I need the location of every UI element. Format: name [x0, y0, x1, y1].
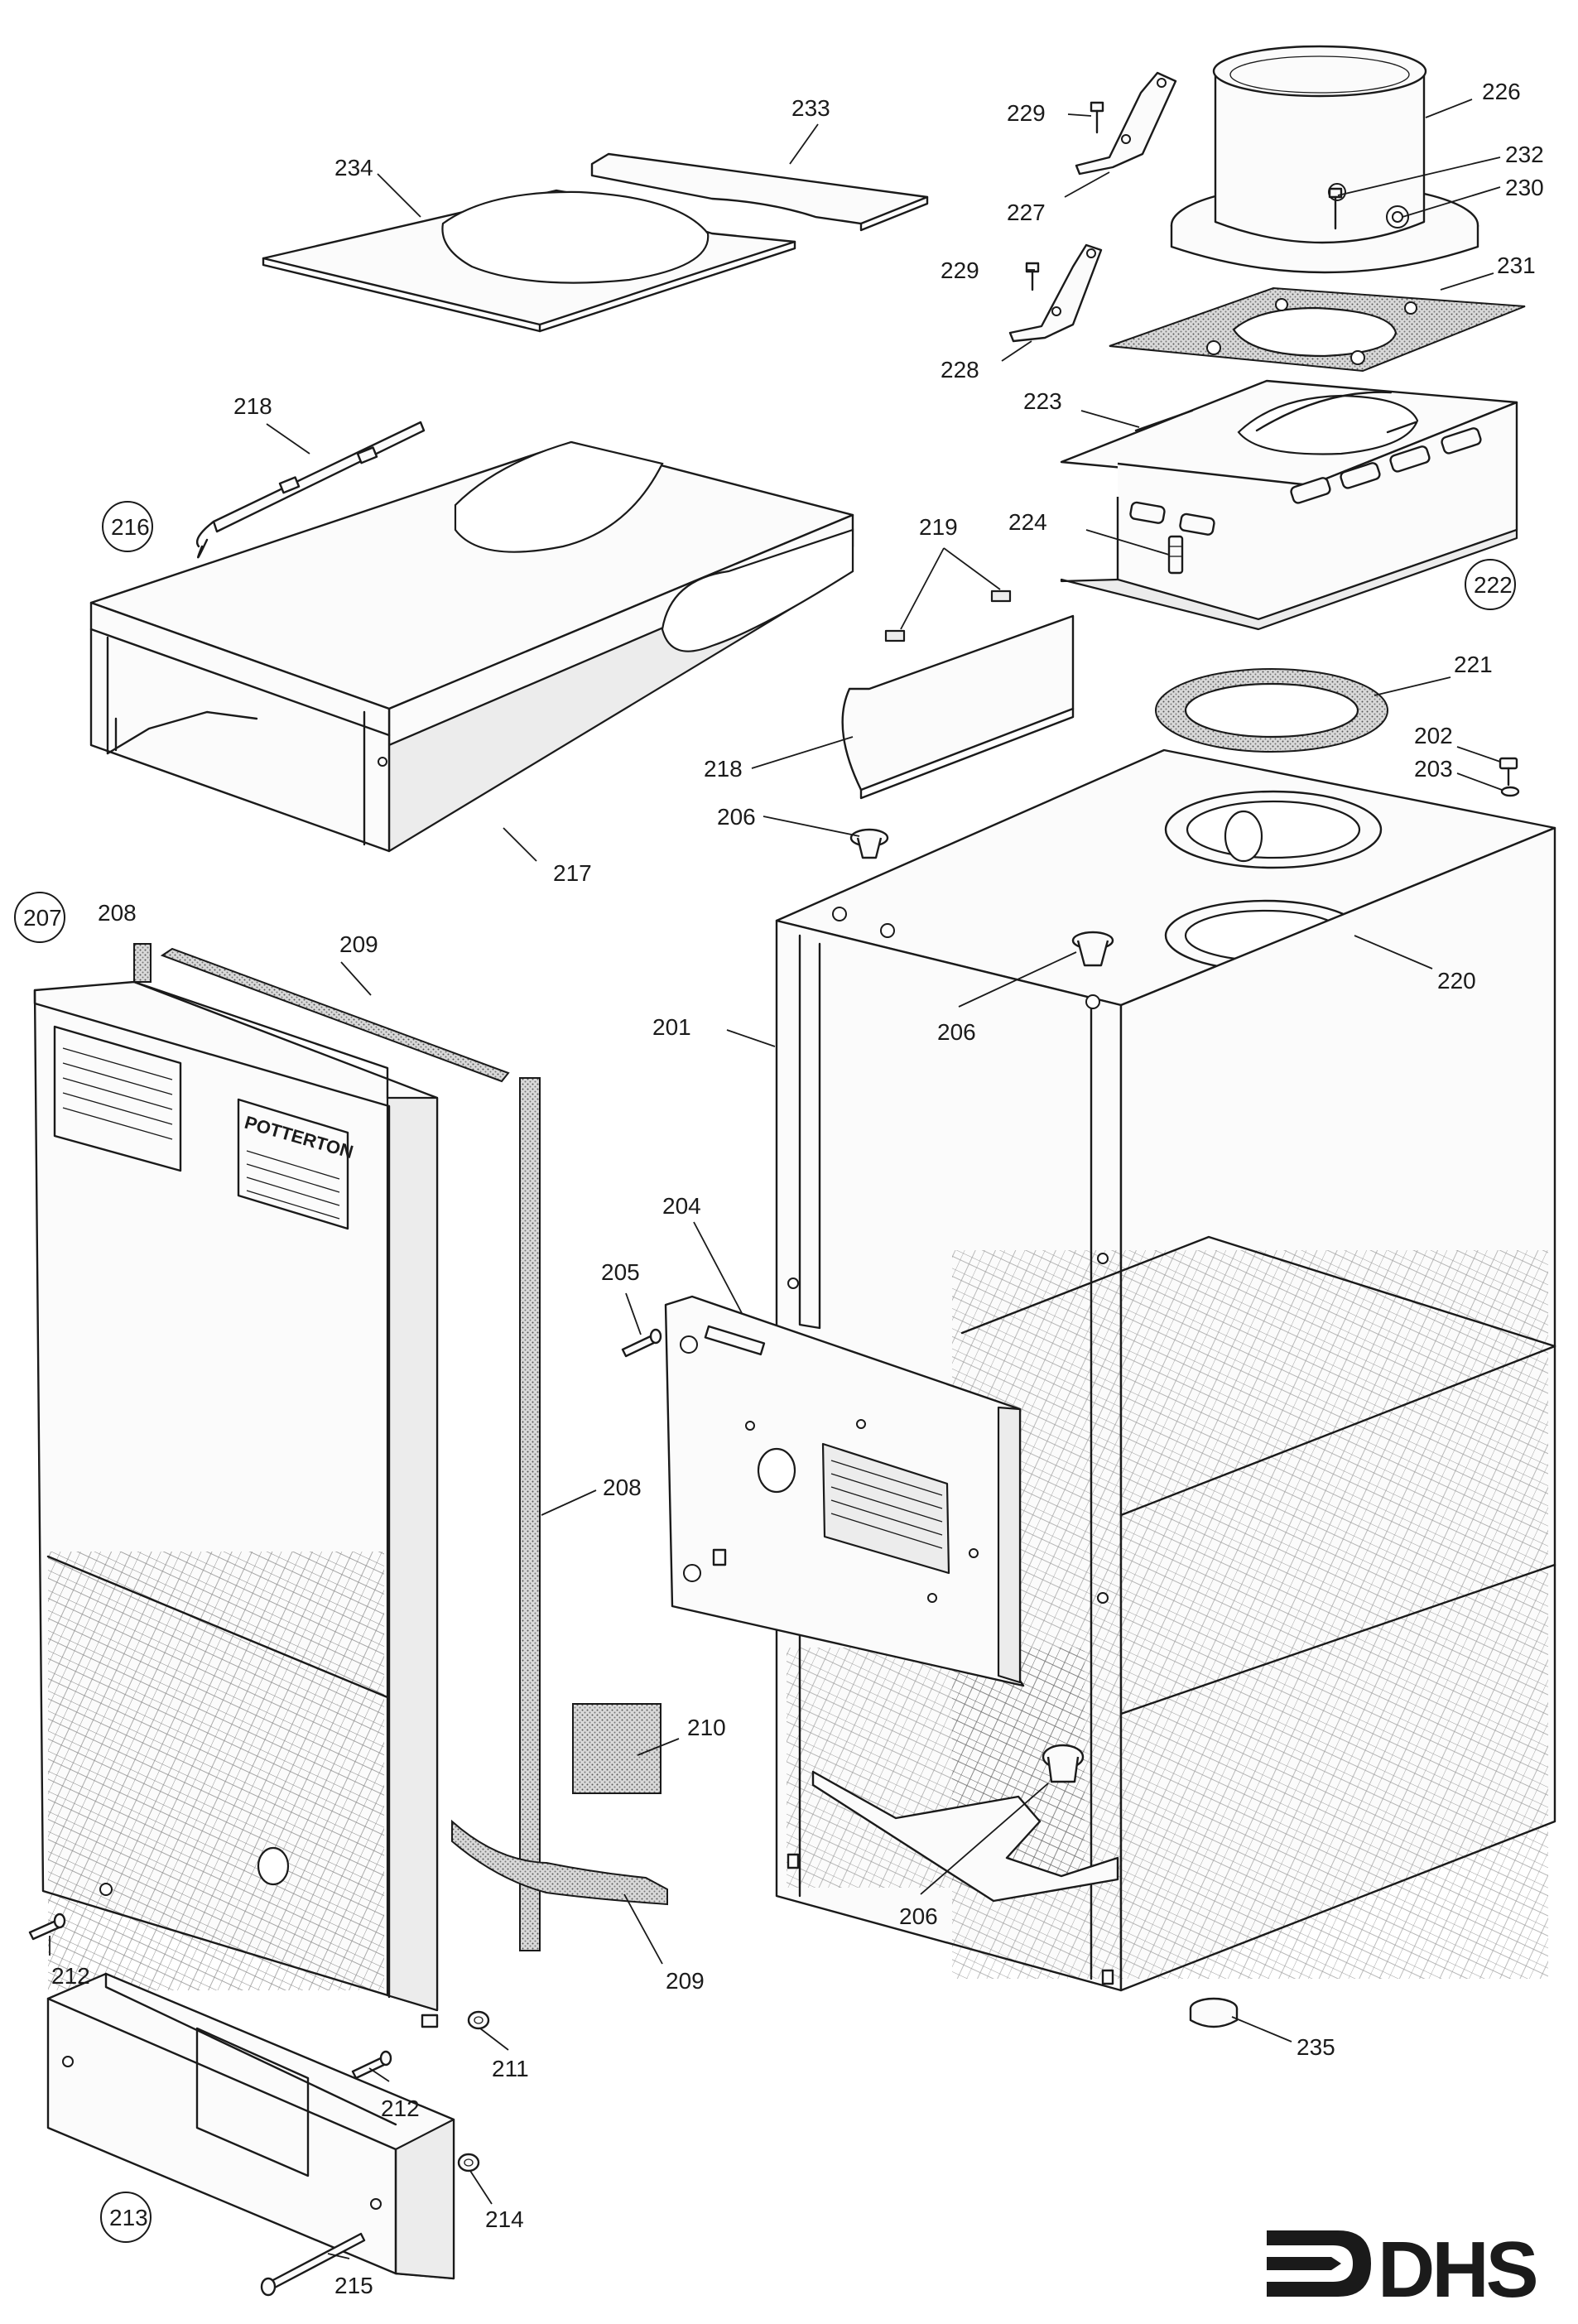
top-panel-233 [590, 152, 929, 232]
callout-219: 219 [919, 514, 958, 540]
screw-212-right [351, 2050, 392, 2080]
control-plate-204 [664, 1295, 1025, 1687]
callout-224: 224 [1008, 509, 1047, 535]
screw-232 [1328, 187, 1343, 230]
screw-205 [621, 1328, 662, 1358]
callout-206-upper-right: 206 [937, 1019, 976, 1045]
callout-231: 231 [1497, 253, 1536, 278]
callout-207: 207 [23, 905, 62, 931]
dhs-logo: DHS [1267, 2225, 1540, 2314]
screw-224 [1167, 535, 1184, 575]
callout-205: 205 [601, 1259, 640, 1285]
nut-211 [467, 2010, 490, 2030]
gasket-221 [1155, 668, 1388, 753]
callout-217: 217 [553, 860, 592, 886]
callout-218-upper: 218 [233, 393, 272, 419]
callout-208-short: 208 [98, 900, 137, 926]
grommet-206-top-right [1071, 931, 1114, 967]
callout-223: 223 [1023, 388, 1062, 414]
seal-209-top [160, 947, 510, 1083]
callout-214: 214 [485, 2206, 524, 2232]
callout-201: 201 [652, 1014, 691, 1040]
seal-209-bottom [451, 1819, 668, 1906]
callout-212-left: 212 [51, 1963, 90, 1989]
callout-212-right: 212 [381, 2095, 420, 2121]
callout-211: 211 [492, 2056, 529, 2081]
callout-235: 235 [1297, 2034, 1335, 2060]
foot-235 [1189, 1997, 1239, 2028]
callout-206-upper-left: 206 [717, 804, 756, 830]
bolt-215 [260, 2232, 366, 2297]
seal-208-short [133, 943, 152, 983]
callout-204: 204 [662, 1193, 701, 1219]
callout-202: 202 [1414, 723, 1453, 748]
callout-220: 220 [1437, 968, 1476, 994]
top-panel-234 [262, 189, 796, 333]
callout-circle-213 [100, 2192, 152, 2243]
callout-labels: 226 229 232 230 233 234 227 229 231 228 … [23, 79, 1544, 2298]
callout-circle-207 [14, 892, 65, 943]
clip-219-right [990, 589, 1012, 603]
callout-232: 232 [1505, 142, 1544, 167]
clip-219-left [884, 629, 906, 642]
bracket-227 [1075, 71, 1177, 176]
bottom-tray-206-area [811, 1770, 1119, 1903]
callout-233: 233 [791, 95, 830, 121]
gasket-231 [1109, 286, 1526, 373]
callout-circle-216 [102, 501, 153, 552]
callout-230: 230 [1505, 175, 1544, 200]
callout-209-bottom: 209 [666, 1968, 705, 1994]
callout-227: 227 [1007, 200, 1046, 225]
callout-228: 228 [941, 357, 979, 383]
screw-202 [1499, 757, 1518, 787]
callout-216: 216 [111, 514, 150, 540]
callout-229-lower: 229 [941, 257, 979, 283]
callout-213: 213 [109, 2205, 148, 2230]
front-panel-207: POTTERTON [33, 980, 439, 2028]
rail-218-side [841, 614, 1075, 800]
washer-203 [1500, 786, 1520, 797]
callout-209-top: 209 [339, 931, 378, 957]
dhs-logo-arrow-icon [1267, 2230, 1371, 2297]
bracket-228 [1008, 243, 1103, 343]
callout-226: 226 [1482, 79, 1521, 104]
screw-229-upper [1090, 101, 1104, 134]
screw-212-left [28, 1913, 66, 1941]
callout-circle-222 [1465, 559, 1516, 610]
flue-hood-222 [1060, 379, 1518, 631]
grommet-206-bottom [1042, 1744, 1085, 1783]
callout-229-upper: 229 [1007, 100, 1046, 126]
callout-210: 210 [687, 1715, 726, 1740]
dhs-logo-text: DHS [1378, 2225, 1537, 2314]
callout-203: 203 [1414, 756, 1453, 782]
seal-208-long [519, 1077, 541, 1951]
flue-adaptor-226 [1170, 45, 1479, 274]
nut-214 [457, 2153, 480, 2172]
pad-210 [572, 1703, 662, 1794]
callout-222: 222 [1474, 572, 1513, 598]
top-casing-216 [89, 440, 854, 853]
bottom-cover-213 [46, 1972, 455, 2280]
main-case-201 [775, 748, 1556, 1992]
callout-218-lower: 218 [704, 756, 743, 782]
leader-lines [49, 99, 1503, 2259]
callout-206-bottom: 206 [899, 1903, 938, 1929]
callout-215: 215 [334, 2273, 373, 2298]
grommet-206-top-left [849, 828, 889, 859]
callout-221: 221 [1454, 652, 1493, 677]
screw-229-lower [1025, 262, 1040, 291]
callout-234: 234 [334, 155, 373, 180]
rail-218-top [195, 421, 426, 559]
callout-208-long: 208 [603, 1475, 642, 1500]
